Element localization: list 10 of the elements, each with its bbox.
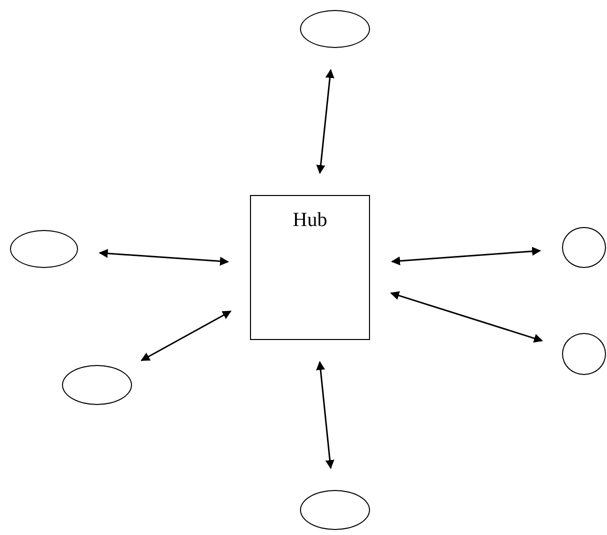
ellipse-node [562,333,606,375]
double-arrow [316,68,334,174]
double-arrow [391,246,542,266]
double-arrow [390,291,543,343]
hub-box [250,195,370,340]
double-arrow [140,310,232,362]
double-arrow [98,248,229,266]
node-label: Hub [292,208,328,233]
ellipse-node [562,227,606,268]
double-arrow [316,361,334,470]
